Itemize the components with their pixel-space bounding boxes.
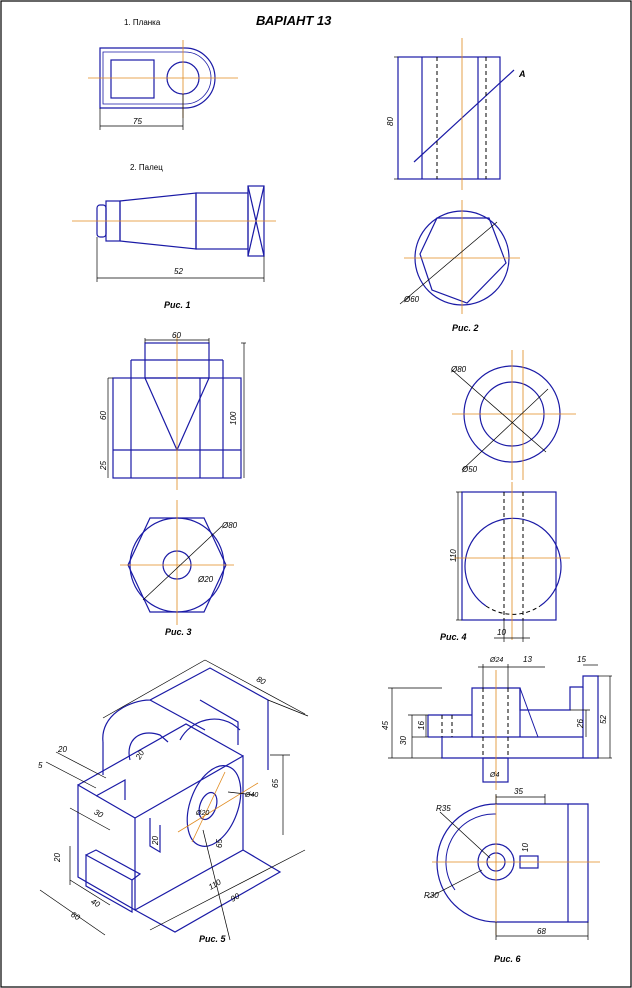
iso-dims [39, 659, 309, 941]
fig2-hidden [436, 57, 487, 179]
dim-f5-65: 65 [271, 779, 280, 788]
dim-f4-10: 10 [497, 628, 506, 637]
fig2-axes [404, 200, 520, 314]
dim-f6-10: 10 [521, 843, 530, 852]
fig6-hidden [441, 688, 509, 758]
fig6-dims [388, 664, 612, 759]
fig6-slope [519, 687, 539, 738]
fig6-caption: Рис. 6 [494, 954, 522, 964]
dim-f5-20d: 20 [53, 853, 62, 863]
dim-f6-13: 13 [523, 655, 532, 664]
dim-f5-d1: Ø20 [195, 810, 209, 817]
dim-f3-d1: Ø80 [221, 521, 238, 530]
dim-f6-45: 45 [381, 721, 390, 730]
fig3-caption: Рис. 3 [165, 627, 192, 637]
figure-3: 60 60 25 100 Ø80 Ø20 Рис. 3 [99, 331, 246, 637]
dim-f6-r35: R35 [436, 804, 451, 813]
fig3-diam-leader [142, 525, 223, 601]
dim-f6-16: 16 [417, 721, 426, 730]
dim-f6-26: 26 [576, 719, 585, 729]
iso-body [77, 667, 282, 933]
dim-f6-r30: R30 [424, 891, 439, 900]
dim-f3-100: 100 [229, 411, 238, 425]
fig5-caption: Рис. 5 [199, 934, 227, 944]
figure-2: 80 A Ø60 Рис. 2 [386, 38, 526, 333]
fig1-caption: Рис. 1 [164, 300, 191, 310]
fig6-front [427, 675, 599, 783]
dim-f4-d1: Ø80 [450, 365, 467, 374]
dim-f5-90: 90 [229, 891, 242, 904]
dim-52: 52 [174, 267, 183, 276]
fig4-axes-top [452, 350, 576, 480]
dim-80: 80 [386, 117, 395, 126]
dim-f4-110: 110 [449, 549, 458, 562]
dim-f5-20c: 20 [151, 836, 160, 846]
fig4-dims [456, 491, 530, 642]
dim-f5-65b: 65 [215, 839, 224, 848]
dim-f4-d2: Ø50 [461, 465, 478, 474]
fig6-top [436, 803, 589, 923]
dim-f5-d2: Ø40 [244, 792, 258, 799]
fig4-front [461, 491, 562, 621]
dim-f5-80: 80 [255, 675, 268, 687]
dim-f3-60v: 60 [99, 411, 108, 420]
dim-f6-30: 30 [399, 736, 408, 745]
figure-6: Ø24 13 15 45 30 16 26 52 Ø4 [381, 655, 612, 964]
figure-1: 1. Планка 75 2. Палец [72, 18, 276, 310]
fig4-axes-front [454, 482, 570, 640]
fig3-dims [107, 338, 246, 478]
fig4-caption: Рис. 4 [440, 632, 467, 642]
dim-f3-60: 60 [172, 331, 181, 340]
dim-diam-60: Ø60 [403, 295, 420, 304]
dim-f5-110: 110 [207, 877, 223, 891]
fig2-diam-leader [399, 221, 498, 305]
iso-axes [177, 771, 259, 843]
title: ВАРІАНТ 13 [256, 13, 332, 28]
fig4-hidden-bore [503, 492, 524, 620]
dim-f6-68: 68 [537, 927, 546, 936]
dim-f3-25: 25 [99, 461, 108, 471]
fig6-axes [432, 795, 600, 935]
dim-f3-d2: Ø20 [197, 575, 214, 584]
dim-f5-30: 30 [92, 807, 105, 820]
figure-5: 80 20 5 30 20 20 20 Ø20 Ø40 65 65 110 60… [38, 659, 309, 944]
fig2-dim-80 [394, 56, 398, 180]
part1-label: 1. Планка [124, 18, 161, 27]
dim-f5-20b: 20 [133, 748, 146, 762]
plate-dim-75 [99, 94, 184, 130]
dim-f6-15: 15 [577, 655, 586, 664]
fig4-hidden-arc [485, 605, 541, 615]
fig4-diam-leaders [451, 369, 549, 471]
fig3-axes [120, 500, 234, 625]
part2-label: 2. Палец [130, 163, 163, 172]
figure-4: Ø80 Ø50 110 10 Рис. 4 [440, 350, 576, 642]
section-a: A [518, 69, 526, 79]
dim-f6-35: 35 [514, 787, 523, 796]
dim-f6-d: Ø24 [489, 657, 503, 664]
dim-f5-20a: 20 [57, 745, 67, 754]
fig6-top-dims [427, 794, 589, 940]
dim-f6-52: 52 [599, 715, 608, 724]
fig2-caption: Рис. 2 [452, 323, 479, 333]
pin-dim-52 [96, 237, 265, 282]
dim-f5-5: 5 [38, 761, 43, 770]
fig2-front [397, 56, 515, 180]
dim-75: 75 [133, 117, 142, 126]
dim-f6-d2: Ø4 [489, 772, 499, 779]
